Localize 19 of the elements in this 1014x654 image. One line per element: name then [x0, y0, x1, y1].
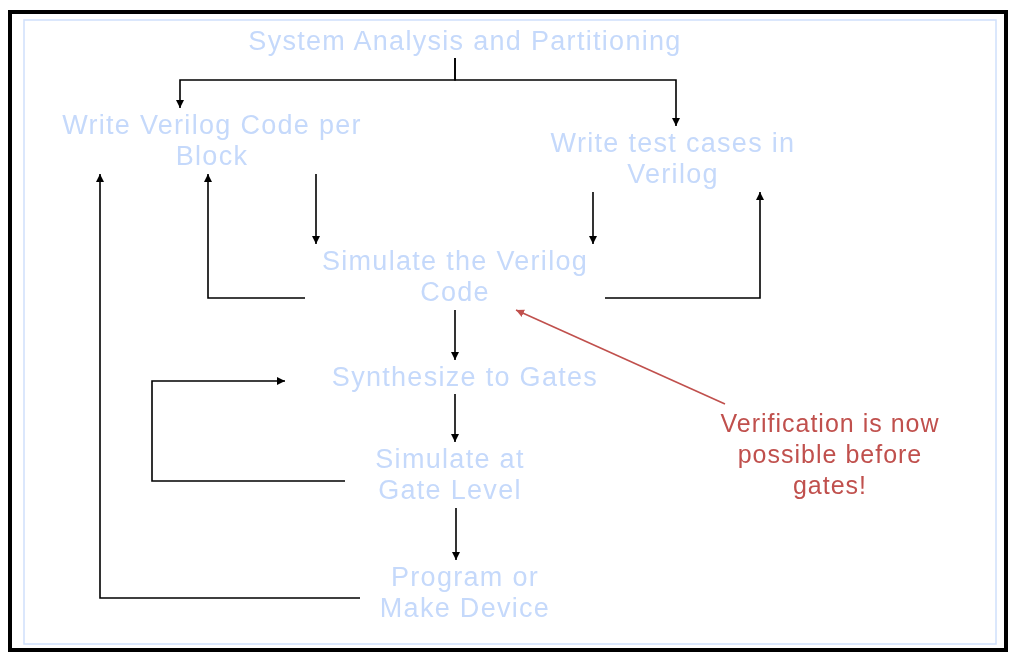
step-label: Write test cases in Verilog	[549, 128, 797, 190]
arrow	[451, 393, 459, 443]
arrow	[515, 309, 726, 405]
arrow	[96, 173, 361, 599]
step-label: Simulate the Verilog Code	[320, 246, 590, 308]
step-label: System Analysis and Partitioning	[248, 25, 682, 57]
arrow	[452, 507, 460, 561]
arrow	[454, 57, 680, 127]
arrow	[151, 377, 346, 482]
step-label: Write Verilog Code per Block	[61, 110, 363, 172]
arrow	[312, 173, 320, 245]
arrow	[604, 191, 764, 299]
step-label: Simulate at Gate Level	[374, 444, 526, 506]
annotation-text: Verification is now possible before gates!	[719, 407, 941, 501]
arrow	[451, 309, 459, 361]
arrow	[204, 173, 306, 299]
arrow	[589, 191, 597, 245]
step-label: Program or Make Device	[378, 562, 552, 624]
step-label: Synthesize to Gates	[331, 361, 599, 393]
